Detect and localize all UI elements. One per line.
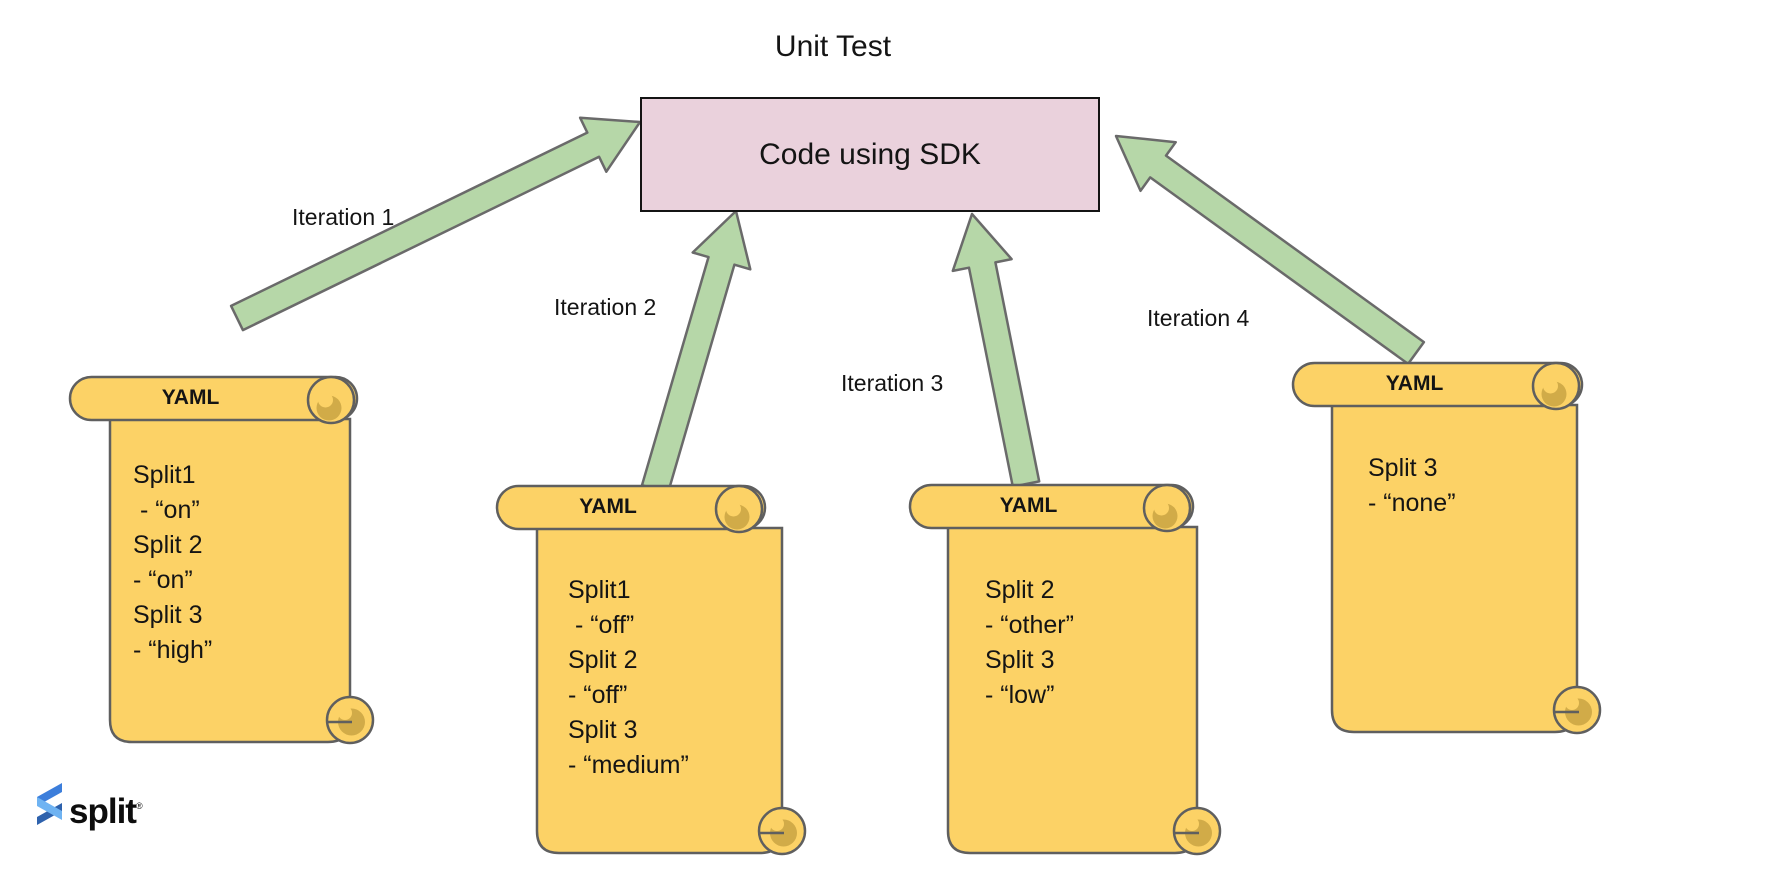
split-line: Split 2	[985, 576, 1055, 604]
split-line: - “off”	[568, 611, 635, 639]
split-line: - “other”	[985, 611, 1074, 639]
split-line: - “low”	[985, 681, 1055, 709]
split-line: - “high”	[133, 636, 213, 664]
split-line: Split 2	[568, 646, 638, 674]
yaml-scroll-4	[1291, 361, 1602, 735]
split-line: Split 3	[1368, 454, 1438, 482]
iteration-1-label: Iteration 1	[292, 204, 395, 230]
split-line: - “off”	[568, 681, 628, 709]
code-using-sdk-label: Code using SDK	[759, 137, 981, 171]
iteration-2-label: Iteration 2	[554, 294, 657, 320]
arrow-iteration-3	[951, 212, 1041, 488]
split-line: Split1	[568, 576, 631, 604]
yaml-scroll-3-content: Split 2 - “other” Split 3 - “low”	[985, 573, 1074, 713]
split-logo: split®	[30, 783, 143, 835]
code-using-sdk-box: Code using SDK	[640, 97, 1100, 212]
split-line: Split 2	[133, 531, 203, 559]
arrow-iteration-4	[1114, 134, 1426, 366]
yaml-scroll-1-content: Split1 - “on” Split 2 - “on” Split 3 - “…	[133, 458, 212, 668]
split-line: - “medium”	[568, 751, 689, 779]
split-line: - “none”	[1368, 489, 1456, 517]
yaml-tag-4: YAML	[1385, 372, 1444, 395]
split-line: Split1	[133, 461, 196, 489]
split-line: Split 3	[568, 716, 638, 744]
yaml-scroll-1	[68, 375, 375, 745]
yaml-scroll-2-content: Split1 - “off” Split 2 - “off” Split 3 -…	[568, 573, 689, 783]
split-line: Split 3	[133, 601, 203, 629]
iteration-3-label: Iteration 3	[841, 370, 944, 396]
split-line: - “on”	[133, 566, 193, 594]
split-line: Split 3	[985, 646, 1055, 674]
yaml-scroll-3	[908, 483, 1222, 856]
split-wordmark: split	[69, 792, 137, 831]
yaml-tag-3: YAML	[999, 494, 1058, 517]
split-logo-icon	[37, 783, 62, 825]
yaml-tag-1: YAML	[161, 386, 220, 409]
iteration-4-label: Iteration 4	[1147, 305, 1250, 331]
yaml-tag-2: YAML	[579, 495, 637, 518]
diagram-title: Unit Test	[774, 30, 892, 63]
split-logo-text: split®	[69, 783, 143, 835]
yaml-scroll-2	[495, 484, 807, 856]
arrow-iteration-2	[640, 209, 752, 495]
yaml-scroll-4-content: Split 3 - “none”	[1368, 451, 1456, 521]
arrow-iteration-1	[229, 116, 642, 332]
trademark-mark: ®	[135, 801, 143, 811]
split-line: - “on”	[133, 496, 200, 524]
